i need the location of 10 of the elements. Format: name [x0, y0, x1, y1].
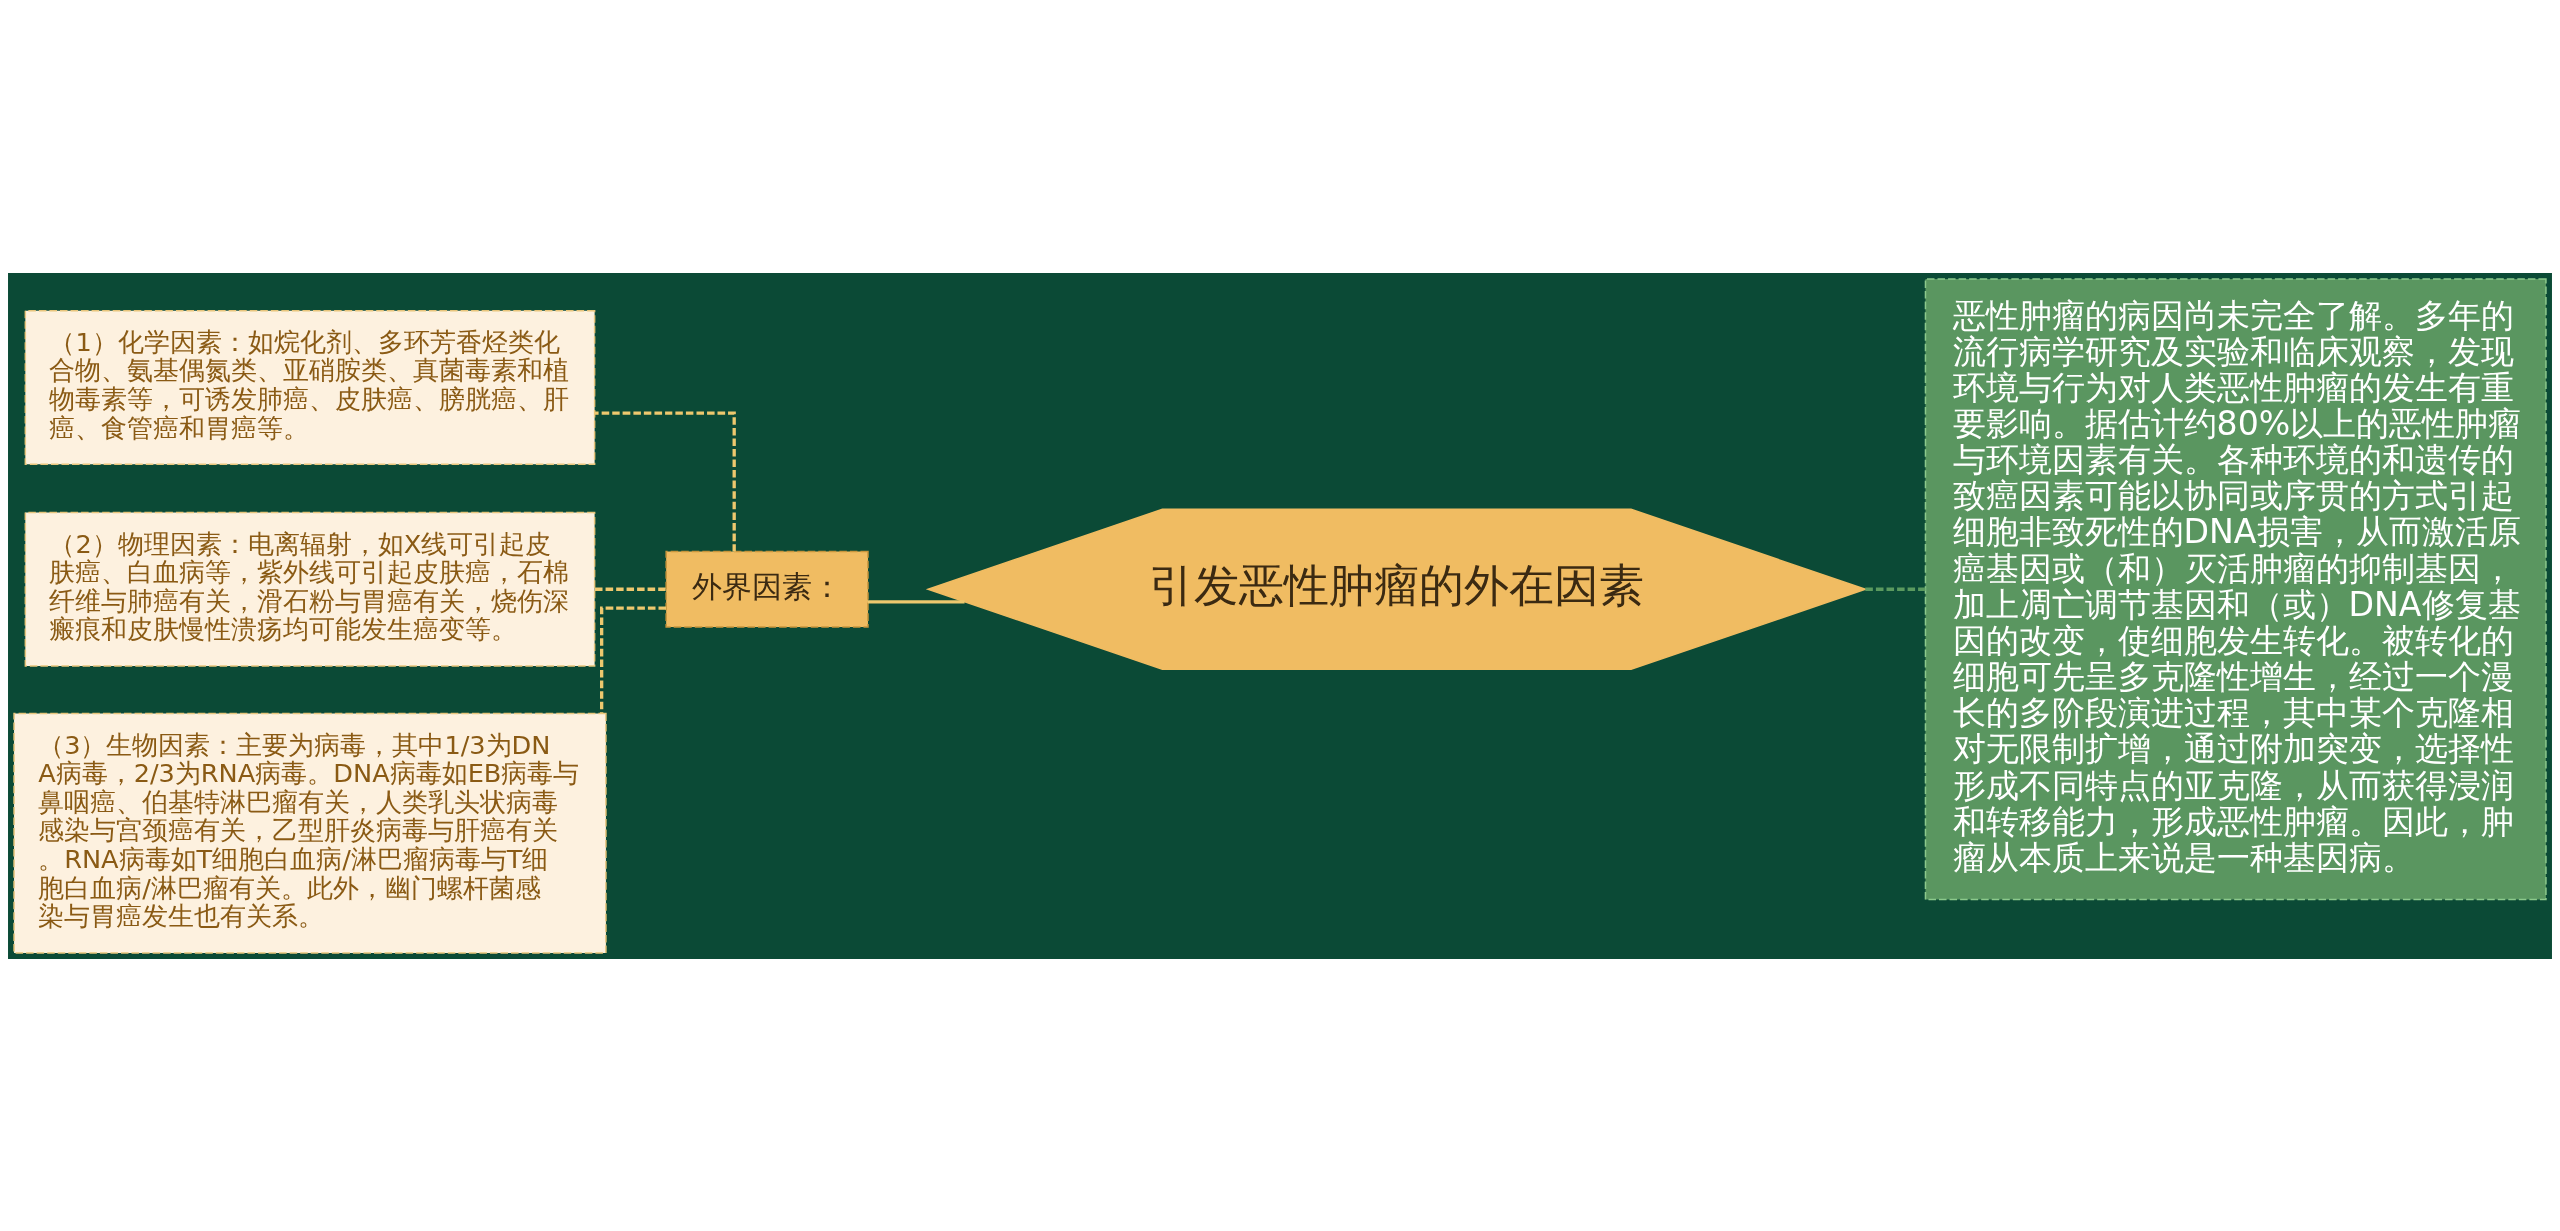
node-box: （2）物理因素：电离辐射，如X线可引起皮肤癌、白血病等，紫外线可引起皮肤癌，石棉纤维与肺癌有关，滑石粉与胃癌有关，烧伤深瘢痕和皮肤慢性溃疡均可能发生癌变等。 [24, 511, 596, 667]
connector [594, 587, 666, 591]
connector [600, 605, 667, 713]
node-box: 恶性肿瘤的病因尚未完全了解。多年的流行病学研究及实验和临床观察，发现环境与行为对人类恶性肿瘤的发生有重要影响。据估计约80%以上的恶性肿瘤与环境因素有关。各种环境的和遗传的致癌因素可能以协同或序贯的方式引起细胞非致死性的DNA损害，从而激活原癌基因或（和）灭活肿瘤的抑制基因，加上凋亡调节基因和（或）DNA修复基因的改变，使细胞发生转化。被转化的细胞可先呈多克隆性增生，经过一个漫长的多阶段演进过程，其中某个克隆相对无限制扩增，通过附加突变，选择性形成不同特点的亚克隆，从而获得浸润和转移能力，形成恶性肿瘤。因此，肿瘤从本质上来说是一种基因病。 [1924, 277, 2547, 900]
node-box: （3）生物因素：主要为病毒，其中1/3为DNA病毒，2/3为RNA病毒。DNA病毒如EB病毒与鼻咽癌、伯基特淋巴瘤有关，人类乳头状病毒感染与宫颈癌有关，乙型肝炎病毒与肝癌有关。RNA病毒如T细胞白血病/淋巴瘤病毒与T细胞白血病/淋巴瘤有关。此外，幽门螺杆菌感染与胃癌发生也有关系。 [13, 712, 607, 954]
node-box: （1）化学因素：如烷化剂、多环芳香烃类化合物、氨基偶氮类、亚硝胺类、真菌毒素和植物毒素等，可诱发肺癌、皮肤癌、膀胱癌、肝癌、食管癌和胃癌等。 [24, 309, 596, 465]
connector [868, 599, 965, 603]
connector [1865, 587, 1926, 591]
connector [594, 410, 736, 551]
node-box: 外界因素： [665, 550, 869, 628]
